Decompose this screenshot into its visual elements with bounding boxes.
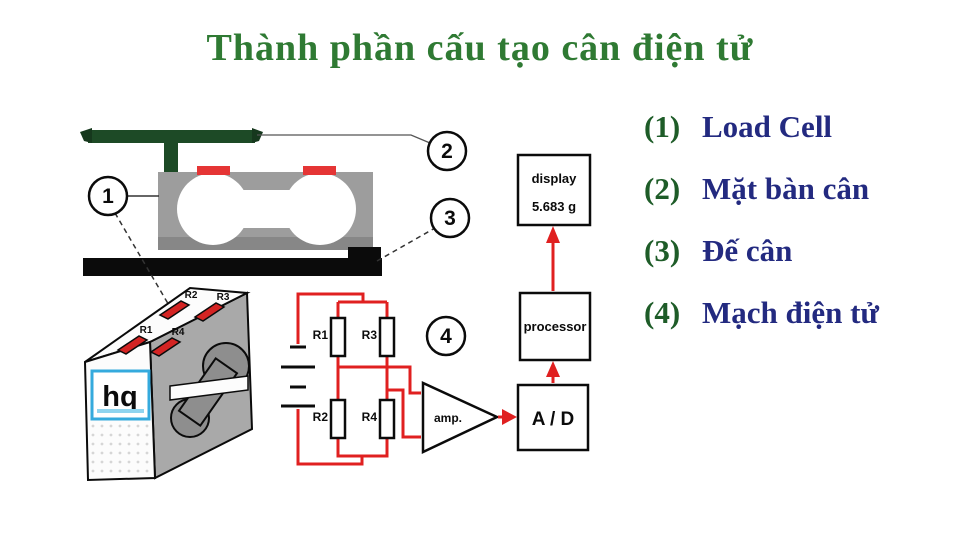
- gauge-r2: [158, 300, 191, 320]
- signal-chain: display 5.683 g processor A / D: [498, 153, 592, 452]
- resistor-r1-label: R1: [313, 328, 329, 342]
- resistor-r2: [329, 398, 347, 440]
- resistor-r2-label: R2: [313, 410, 329, 424]
- gauge-r1-label: R1: [140, 325, 153, 336]
- bridge-wires: [296, 292, 421, 466]
- side-hole: [169, 342, 250, 438]
- resistor-r3-label: R3: [362, 328, 378, 342]
- display-box-value: 5.683 g: [532, 199, 576, 214]
- callout-4: 4: [425, 315, 467, 357]
- page-title: Thành phần cấu tạo cân điện tử: [206, 27, 754, 69]
- resistor-r1: [329, 316, 347, 358]
- legend-num-3: (3): [644, 233, 681, 268]
- gauge-r3-label: R3: [217, 292, 230, 303]
- legend-item-platform: (2) Mặt bàn cân: [644, 158, 879, 220]
- hq-logo-text: hq: [102, 381, 137, 413]
- scale-base: [83, 247, 382, 276]
- battery: [281, 345, 315, 408]
- display-box: display 5.683 g: [516, 153, 592, 227]
- callout-3: 3: [429, 197, 471, 239]
- hq-logo: hq: [90, 369, 151, 421]
- strain-gauges-3d: [116, 300, 226, 357]
- gauge-r3: [193, 302, 226, 322]
- leader-lines: [114, 134, 436, 308]
- weighing-platform: [80, 128, 263, 174]
- callout-circles: 1 2 3 4: [87, 130, 471, 357]
- resistor-r4-label: R4: [362, 410, 378, 424]
- load-cell-body: [158, 166, 373, 250]
- ad-converter-box: A / D: [516, 383, 590, 452]
- processor-box: processor: [518, 291, 592, 362]
- legend-label-2: Mặt bàn cân: [702, 171, 870, 206]
- display-box-label: display: [532, 171, 578, 186]
- strain-gauge-strip-right: [303, 166, 336, 175]
- strain-gauge-strip-left: [197, 166, 230, 175]
- callout-4-number: 4: [440, 325, 452, 348]
- gauge-r2-label: R2: [185, 290, 198, 301]
- legend-label-3: Đế cân: [702, 233, 793, 268]
- front-face-texture: [89, 421, 154, 478]
- ad-converter-label: A / D: [532, 409, 575, 430]
- legend: (1) Load Cell (2) Mặt bàn cân (3) Đế cân…: [644, 96, 879, 344]
- callout-3-number: 3: [444, 207, 456, 230]
- resistor-r3: [378, 316, 396, 358]
- legend-label-1: Load Cell: [702, 109, 833, 144]
- bridge-circuit: R1 R3 R2 R4 amp.: [281, 292, 500, 466]
- legend-item-base: (3) Đế cân: [644, 220, 879, 282]
- gauge-r4-label: R4: [172, 327, 185, 338]
- amplifier-label: amp.: [434, 411, 462, 425]
- callout-2: 2: [426, 130, 468, 172]
- resistor-r4: [378, 398, 396, 440]
- bridge-resistors: [329, 316, 396, 440]
- callout-1: 1: [87, 175, 129, 217]
- flow-arrows: [498, 226, 560, 425]
- legend-item-circuit: (4) Mạch điện tử: [644, 282, 879, 344]
- legend-item-load-cell: (1) Load Cell: [644, 96, 879, 158]
- gauge-r4: [149, 337, 182, 357]
- gauge-r1: [116, 335, 149, 355]
- processor-box-label: processor: [524, 319, 587, 334]
- amplifier: amp.: [421, 381, 500, 454]
- legend-num-4: (4): [644, 295, 681, 330]
- legend-label-4: Mạch điện tử: [702, 295, 880, 330]
- callout-2-number: 2: [441, 140, 453, 163]
- scale-side-view: [80, 128, 382, 276]
- load-cell-3d: R2 R3 R1 R4 hq: [83, 286, 254, 482]
- legend-num-1: (1): [644, 109, 681, 144]
- callout-1-number: 1: [102, 185, 114, 208]
- dumbbell-cutout: [177, 173, 356, 245]
- legend-num-2: (2): [644, 171, 681, 206]
